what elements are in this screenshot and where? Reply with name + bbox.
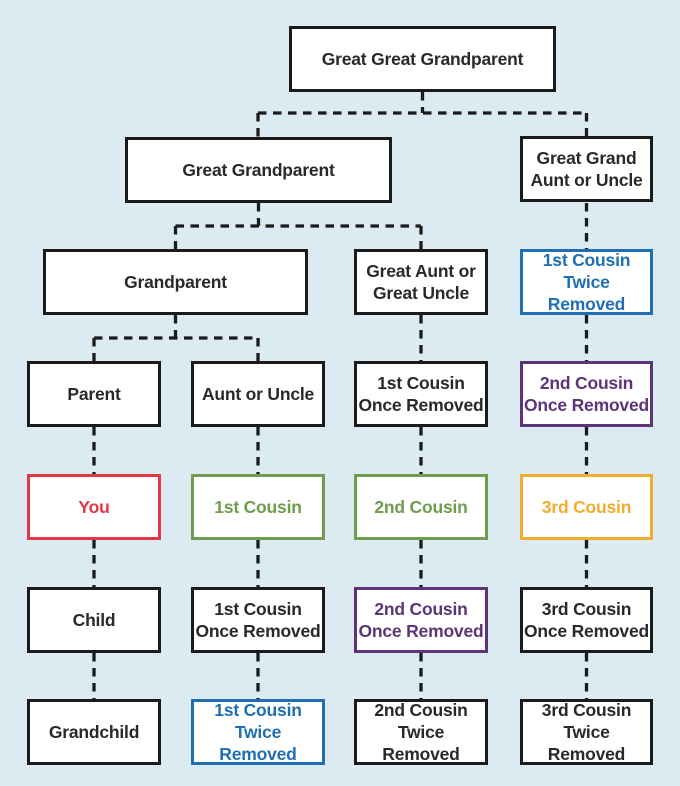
node-great-great-grandparent: Great Great Grandparent	[289, 26, 556, 92]
node-child: Child	[27, 587, 161, 653]
node-parent: Parent	[27, 361, 161, 427]
node-great-grand-aunt-or-uncle: Great Grand Aunt or Uncle	[520, 136, 653, 202]
node-great-grandparent: Great Grandparent	[125, 137, 392, 203]
node-first-cousin-twice-removed-down: 1st Cousin Twice Removed	[191, 699, 325, 765]
node-you: You	[27, 474, 161, 540]
node-second-cousin-twice-removed: 2nd Cousin Twice Removed	[354, 699, 488, 765]
node-first-cousin-twice-removed-up: 1st Cousin Twice Removed	[520, 249, 653, 315]
node-aunt-or-uncle: Aunt or Uncle	[191, 361, 325, 427]
node-third-cousin-twice-removed: 3rd Cousin Twice Removed	[520, 699, 653, 765]
node-third-cousin-once-removed: 3rd Cousin Once Removed	[520, 587, 653, 653]
node-second-cousin-once-removed-up: 2nd Cousin Once Removed	[520, 361, 653, 427]
node-third-cousin: 3rd Cousin	[520, 474, 653, 540]
node-second-cousin-once-removed-down: 2nd Cousin Once Removed	[354, 587, 488, 653]
node-grandparent: Grandparent	[43, 249, 308, 315]
node-first-cousin-once-removed-up: 1st Cousin Once Removed	[354, 361, 488, 427]
node-second-cousin: 2nd Cousin	[354, 474, 488, 540]
node-great-aunt-or-great-uncle: Great Aunt or Great Uncle	[354, 249, 488, 315]
node-first-cousin-once-removed-down: 1st Cousin Once Removed	[191, 587, 325, 653]
node-grandchild: Grandchild	[27, 699, 161, 765]
node-first-cousin: 1st Cousin	[191, 474, 325, 540]
